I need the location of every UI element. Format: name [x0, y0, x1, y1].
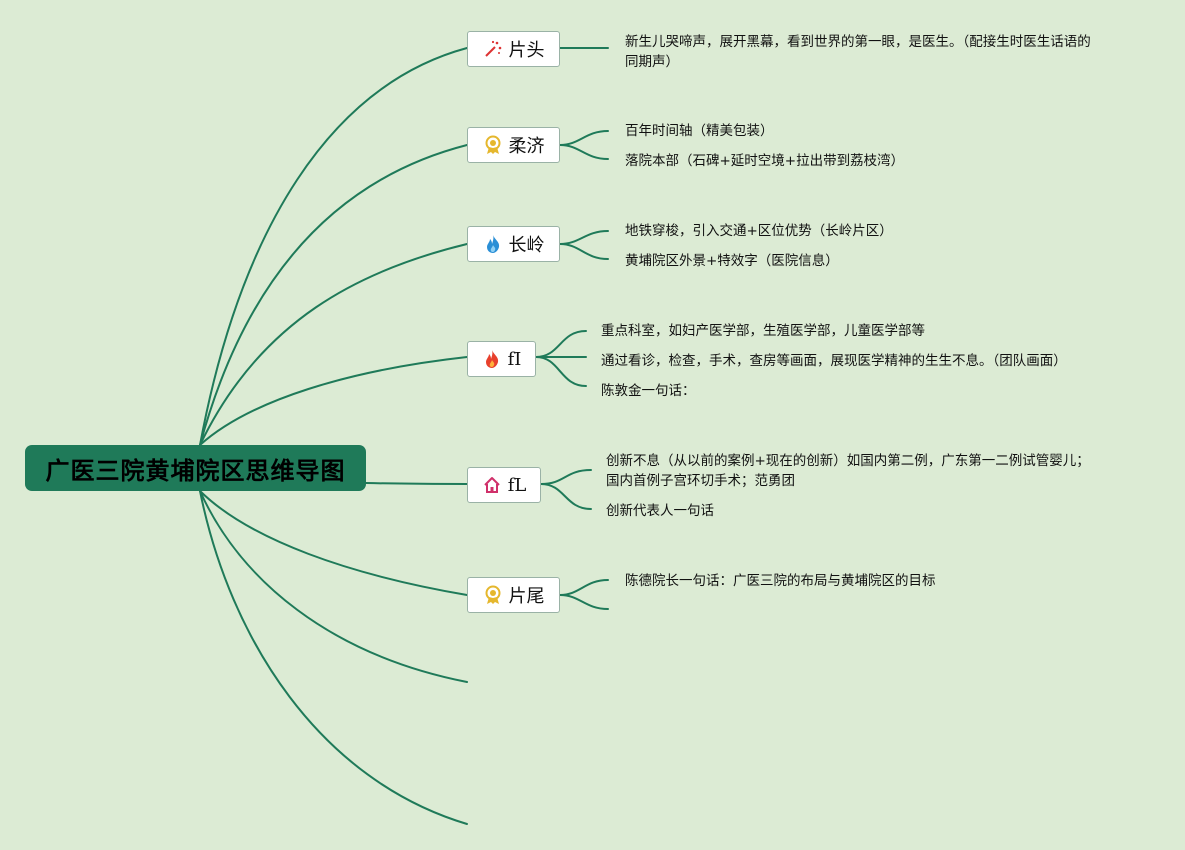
blue-flame-icon: [483, 234, 503, 254]
leaf-text: 创新代表人一句话: [606, 503, 714, 519]
root-topic[interactable]: 广医三院黄埔院区思维导图: [25, 445, 366, 491]
branch-node-5[interactable]: fL: [467, 467, 541, 503]
branch-label: 长岭: [508, 235, 545, 256]
magic-wand-icon: [483, 39, 503, 59]
branch-label: 片尾: [508, 586, 545, 607]
root-title: 广医三院黄埔院区思维导图: [45, 456, 346, 485]
leaf-text: 地铁穿梭，引入交通+区位优势（长岭片区）: [625, 223, 893, 239]
leaf-text: 陈敦金一句话：: [601, 383, 696, 399]
leaf-text: 国内首例子宫环切手术；范勇团: [606, 473, 795, 489]
leaf-text: 重点科室，如妇产医学部，生殖医学部，儿童医学部等: [601, 323, 925, 339]
leaf-text: 创新不息（从以前的案例+现在的创新）如国内第二例，广东第一二例试管婴儿；: [606, 453, 1090, 469]
branch-label: 柔济: [508, 136, 545, 157]
leaf-text: 黄埔院区外景+特效字（医院信息）: [625, 253, 839, 269]
branch-node-1[interactable]: 片头: [467, 31, 560, 67]
branch-label: fL: [507, 474, 527, 496]
branch-label: fI: [507, 348, 522, 370]
branch-node-3[interactable]: 长岭: [467, 226, 560, 262]
branch-node-4[interactable]: fI: [467, 341, 536, 377]
red-flame-icon: [482, 349, 502, 369]
branch-label: 片头: [508, 40, 545, 61]
leaf-text: 通过看诊，检查，手术，查房等画面，展现医学精神的生生不息。（团队画面）: [601, 353, 1067, 369]
leaf-text: 同期声）: [625, 54, 679, 70]
leaf-text: 陈德院长一句话：广医三院的布局与黄埔院区的目标: [625, 573, 936, 589]
leaf-text: 百年时间轴（精美包装）: [625, 123, 774, 139]
award-ribbon-icon: [483, 135, 503, 155]
branch-node-2[interactable]: 柔济: [467, 127, 560, 163]
branch-node-6[interactable]: 片尾: [467, 577, 560, 613]
award-ribbon-icon: [483, 585, 503, 605]
home-icon: [482, 475, 502, 495]
leaf-text: 落院本部（石碑+延时空境+拉出带到荔枝湾）: [625, 153, 905, 169]
leaf-text: 新生儿哭啼声，展开黑幕，看到世界的第一眼，是医生。（配接生时医生话语的: [625, 34, 1091, 50]
